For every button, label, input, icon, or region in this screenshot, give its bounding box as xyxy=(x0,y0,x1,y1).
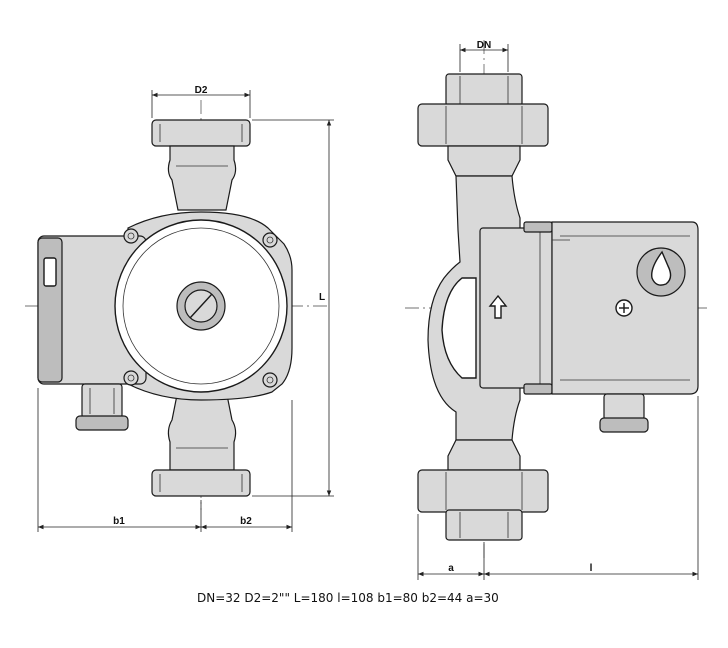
l-label: l xyxy=(590,563,593,574)
b2-label: b2 xyxy=(240,516,252,527)
flow-arrow-icon xyxy=(488,294,508,319)
switch-icon xyxy=(43,257,57,287)
l-length-label: L xyxy=(319,292,325,303)
bottom-pipe-neck xyxy=(167,389,237,471)
side-view: DN a l xyxy=(405,40,710,580)
bottom-union-nut xyxy=(151,469,251,497)
bottom-side-nut xyxy=(417,469,549,513)
a-label: a xyxy=(448,563,454,574)
top-side-nut xyxy=(417,103,549,147)
front-view: D2 L b1 b2 xyxy=(25,85,334,532)
specification-text: DN=32 D2=2"" L=180 l=108 b1=80 b2=44 a=3… xyxy=(197,591,499,605)
b1-label: b1 xyxy=(113,516,125,527)
top-pipe-neck xyxy=(167,145,237,211)
top-union-nut xyxy=(151,119,251,147)
bolt-icon xyxy=(123,228,139,244)
d2-label: D2 xyxy=(195,85,208,96)
bottom-fitting xyxy=(445,509,523,541)
dn-label: DN xyxy=(477,40,491,51)
motor-flange xyxy=(479,227,553,389)
top-fitting xyxy=(445,73,523,107)
bolt-icon xyxy=(262,232,278,248)
bolt-icon xyxy=(262,372,278,388)
cable-gland xyxy=(81,383,123,419)
side-cable-gland xyxy=(603,393,645,421)
drop-logo-icon xyxy=(636,247,686,297)
bolt-icon xyxy=(123,370,139,386)
